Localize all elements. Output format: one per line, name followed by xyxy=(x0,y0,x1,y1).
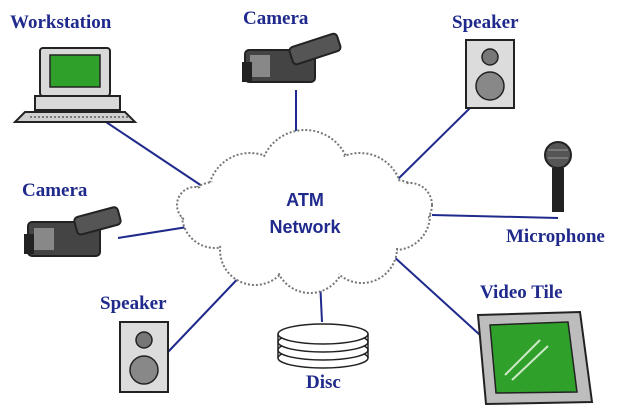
speaker-top-label: Speaker xyxy=(452,12,519,33)
microphone-icon xyxy=(544,141,572,212)
speaker-bottom-label: Speaker xyxy=(100,293,167,314)
speaker-icon xyxy=(465,39,515,109)
disc-label: Disc xyxy=(306,372,341,393)
camera-icon xyxy=(242,32,342,83)
cloud-fill xyxy=(179,132,430,291)
link-workstation xyxy=(99,117,206,189)
link-microphone xyxy=(431,214,559,219)
links xyxy=(99,90,559,353)
disc-icon xyxy=(277,323,369,369)
network-label: ATM Network xyxy=(250,190,360,238)
camera-icon xyxy=(24,206,122,257)
network-label-line2: Network xyxy=(269,217,341,237)
microphone-label: Microphone xyxy=(506,226,605,247)
camera-left-label: Camera xyxy=(22,180,88,201)
video-tile-icon xyxy=(476,310,594,406)
link-video-tile xyxy=(391,254,481,336)
video-tile-label: Video Tile xyxy=(480,282,563,303)
link-speaker-bottom xyxy=(167,267,249,353)
speaker-icon xyxy=(119,321,169,393)
camera-top-label: Camera xyxy=(243,8,309,29)
link-speaker-top xyxy=(394,107,471,183)
network-label-line1: ATM xyxy=(286,190,324,210)
workstation-icon xyxy=(12,47,138,123)
workstation-label: Workstation xyxy=(10,12,112,33)
